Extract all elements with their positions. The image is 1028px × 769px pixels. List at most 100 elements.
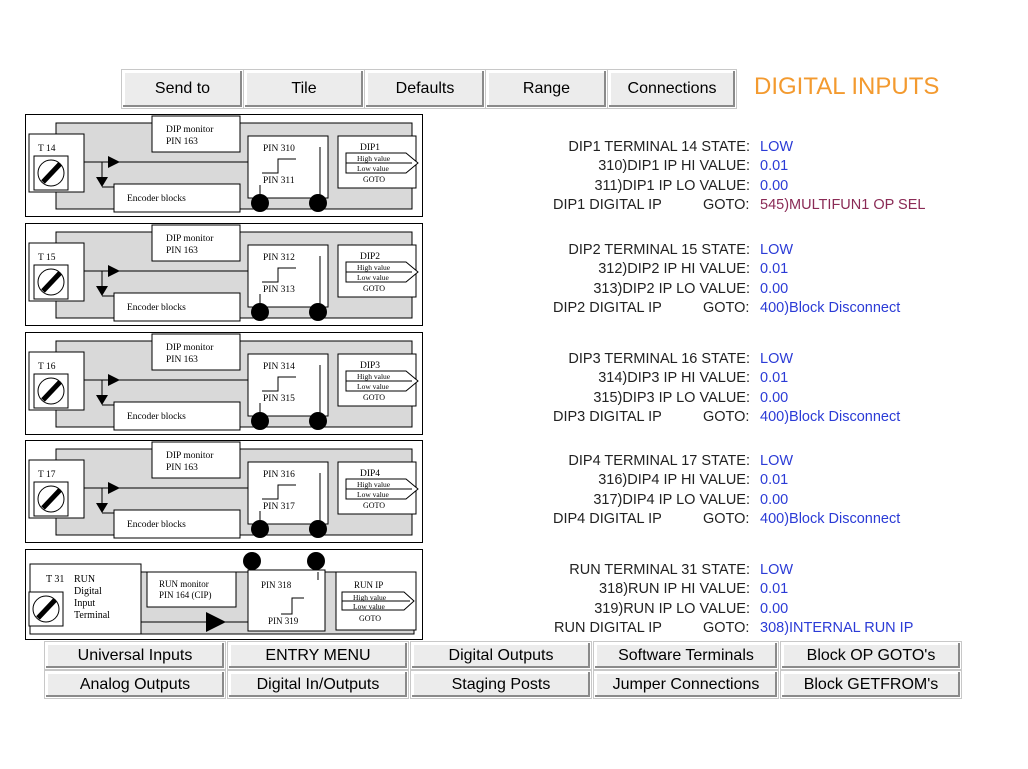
range-button[interactable]: Range: [485, 69, 608, 109]
nav-jumper-connections[interactable]: Jumper Connections: [593, 670, 779, 699]
goto-value[interactable]: 400)Block Disconnect: [760, 299, 901, 316]
run-high: High value: [353, 593, 387, 602]
dip-pin-a: PIN 310: [263, 144, 295, 154]
tile-button[interactable]: Tile: [243, 69, 365, 109]
connector-dot: [309, 194, 327, 212]
dip-high: High value: [357, 154, 391, 163]
param-value[interactable]: 0.01: [760, 472, 789, 489]
dip-monitor-pin: PIN 163: [166, 246, 198, 256]
dip-pin-box: [247, 353, 329, 417]
nav-software-terminals[interactable]: Software Terminals: [593, 641, 779, 670]
run-pin-b: PIN 319: [268, 616, 299, 626]
param-label: 311)DIP1 IP LO VALUE:: [594, 177, 750, 194]
dip-monitor-title: DIP monitor: [166, 343, 214, 353]
param-label: 312)DIP2 IP HI VALUE:: [598, 261, 750, 278]
goto-value[interactable]: 400)Block Disconnect: [760, 408, 901, 425]
defaults-button[interactable]: Defaults: [364, 69, 486, 109]
param-value[interactable]: 0.00: [760, 280, 789, 297]
nav-analog-outputs[interactable]: Analog Outputs: [44, 670, 226, 699]
param-value[interactable]: 0.01: [760, 370, 789, 387]
param-value[interactable]: 0.00: [760, 491, 789, 508]
dip-low: Low value: [357, 164, 390, 173]
connector-dot: [309, 520, 327, 538]
signal-arrow-icon: [108, 482, 120, 494]
dip-terminal-label: T 17: [38, 470, 56, 480]
nav-block-getfroms[interactable]: Block GETFROM's: [780, 670, 962, 699]
nav-entry-menu[interactable]: ENTRY MENU: [227, 641, 409, 670]
dip-pin-b: PIN 313: [263, 285, 295, 295]
encoder-blocks-box: [113, 401, 241, 431]
param-value[interactable]: 0.00: [760, 600, 789, 617]
dip-monitor-box: [151, 333, 241, 371]
digital-ip-label: DIP2 DIGITAL IP: [553, 299, 662, 316]
dip-terminal-label: T 14: [38, 144, 56, 154]
goto-label: GOTO:: [703, 196, 750, 213]
dip-goto: GOTO: [363, 393, 385, 402]
connections-button[interactable]: Connections: [607, 69, 737, 109]
dip-pin-b: PIN 311: [263, 176, 295, 186]
param-value[interactable]: LOW: [760, 453, 794, 469]
run-desc-4: Terminal: [74, 610, 110, 621]
dip-monitor-title: DIP monitor: [166, 451, 214, 461]
param-value[interactable]: LOW: [760, 351, 794, 367]
dip-pin-box: [247, 461, 329, 525]
dip-monitor-title: DIP monitor: [166, 125, 214, 135]
run-monitor-box: [146, 571, 237, 608]
dip-monitor-pin: PIN 163: [166, 463, 198, 473]
run-pin-box: [247, 569, 326, 632]
run-pin-a: PIN 318: [261, 580, 292, 590]
param-label: DIP1 TERMINAL 14 STATE:: [568, 139, 750, 155]
param-value[interactable]: 0.00: [760, 389, 789, 406]
connector-dot: [309, 412, 327, 430]
param-value[interactable]: 0.01: [760, 158, 789, 175]
param-value[interactable]: 0.01: [760, 261, 789, 278]
nav-universal-inputs[interactable]: Universal Inputs: [44, 641, 226, 670]
nav-digital-in-outputs[interactable]: Digital In/Outputs: [227, 670, 409, 699]
connector-dot: [251, 303, 269, 321]
goto-label: GOTO:: [703, 299, 750, 316]
dip-pin-a: PIN 312: [263, 253, 295, 263]
goto-value[interactable]: 400)Block Disconnect: [760, 510, 901, 527]
nav-digital-outputs[interactable]: Digital Outputs: [410, 641, 592, 670]
dip-pin-b: PIN 317: [263, 502, 295, 512]
dip-pin-box: [247, 244, 329, 308]
dip-low: Low value: [357, 273, 390, 282]
param-value[interactable]: LOW: [760, 562, 794, 578]
dip-output-name: DIP1: [360, 143, 380, 153]
dip-pin-box: [247, 135, 329, 199]
goto-label: GOTO:: [703, 510, 750, 527]
dip-monitor-box: [151, 224, 241, 262]
signal-arrow-icon: [108, 374, 120, 386]
digital-ip-label: DIP4 DIGITAL IP: [553, 510, 662, 527]
dip-output-name: DIP3: [360, 361, 380, 371]
dip-high: High value: [357, 372, 391, 381]
send-to-button[interactable]: Send to: [121, 69, 244, 109]
digital-ip-label: DIP1 DIGITAL IP: [553, 196, 662, 213]
encoder-label: Encoder blocks: [127, 194, 186, 204]
goto-value[interactable]: 545)MULTIFUN1 OP SEL: [760, 196, 926, 213]
nav-block-op-gotos[interactable]: Block OP GOTO's: [780, 641, 962, 670]
dip-output-name: DIP2: [360, 252, 380, 262]
goto-value[interactable]: 308)INTERNAL RUN IP: [760, 619, 914, 636]
dip-monitor-box: [151, 115, 241, 153]
param-label: 314)DIP3 IP HI VALUE:: [598, 370, 750, 387]
run-diagram[interactable]: T 31 RUN Digital Input Terminal RUN moni…: [25, 549, 423, 640]
param-label: 310)DIP1 IP HI VALUE:: [598, 158, 750, 175]
nav-staging-posts[interactable]: Staging Posts: [410, 670, 592, 699]
param-value[interactable]: 0.01: [760, 581, 789, 598]
goto-label: GOTO:: [703, 619, 750, 636]
dip-monitor-pin: PIN 163: [166, 137, 198, 147]
param-label: RUN TERMINAL 31 STATE:: [569, 562, 750, 578]
param-value[interactable]: LOW: [760, 242, 794, 258]
param-value[interactable]: 0.00: [760, 177, 789, 194]
param-value[interactable]: LOW: [760, 139, 794, 155]
run-arrow-icon: [206, 612, 226, 632]
run-desc-2: Digital: [74, 586, 102, 597]
